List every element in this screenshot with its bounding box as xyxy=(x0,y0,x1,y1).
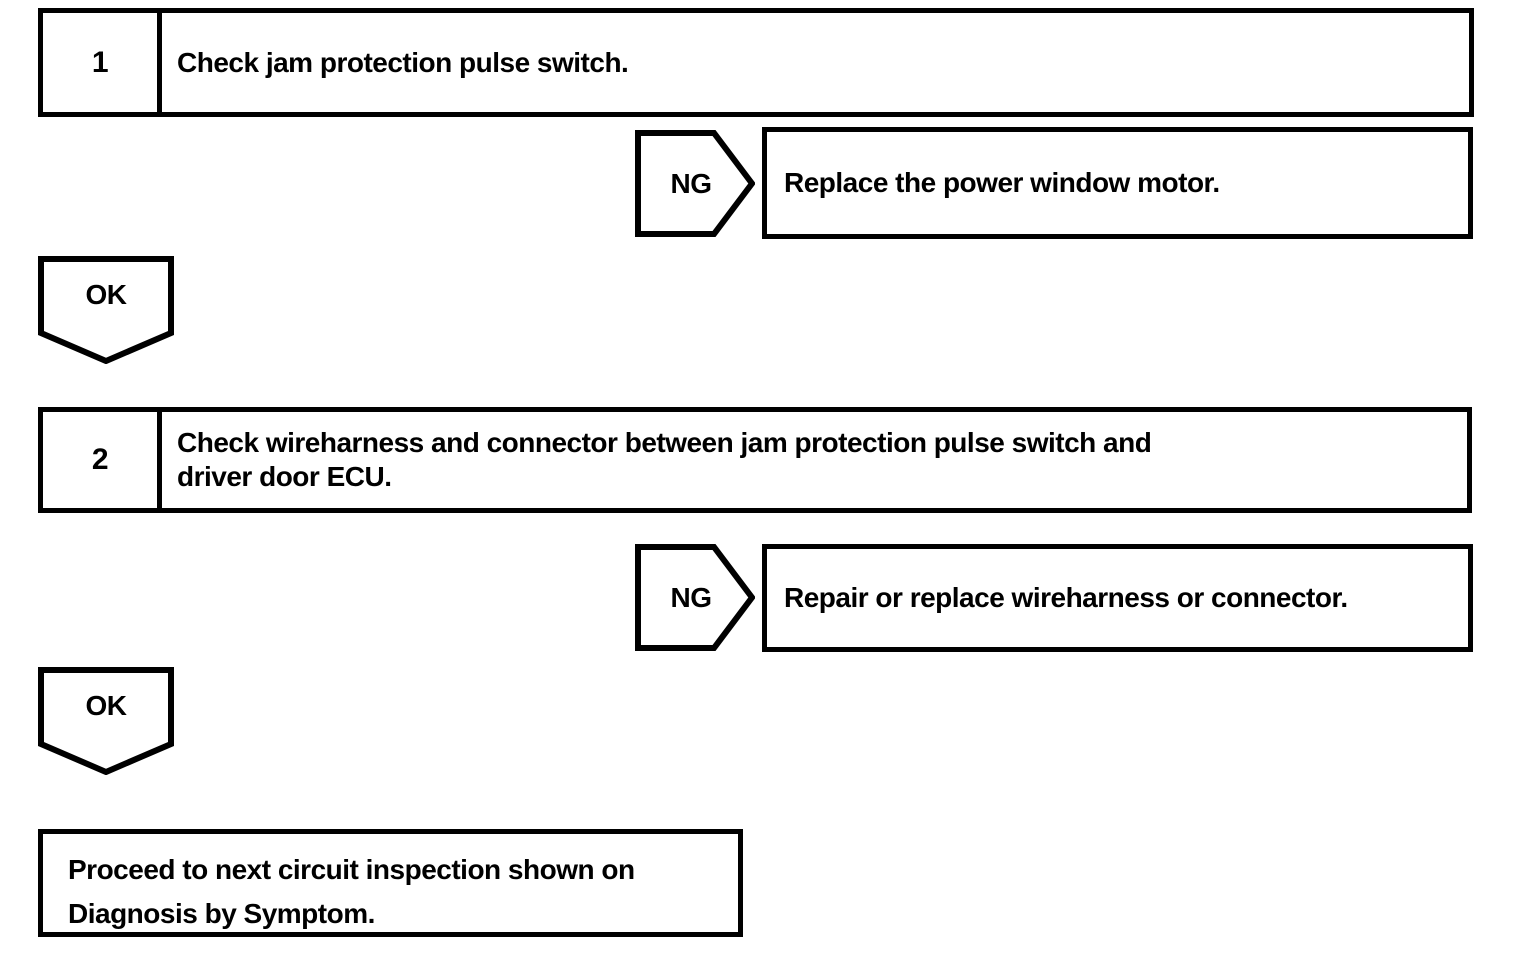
ng-label-2: NG xyxy=(670,581,713,613)
step-2-instruction: Check wireharness and connector between … xyxy=(162,412,1467,508)
ng-arrow-right-icon xyxy=(635,544,755,651)
step-2-number: 2 xyxy=(43,412,162,508)
step-1-number: 1 xyxy=(43,13,162,112)
terminal-line-1: Proceed to next circuit inspection shown… xyxy=(68,854,635,885)
ng-connector-1: NG xyxy=(635,130,755,237)
ng-action-1-text: Replace the power window motor. xyxy=(784,167,1220,198)
step-2-instruction-line-1: Check wireharness and connector between … xyxy=(177,427,1152,458)
step-1-instruction-text: Check jam protection pulse switch. xyxy=(177,46,629,78)
ng-action-1-box: Replace the power window motor. xyxy=(762,127,1473,239)
step-1-instruction: Check jam protection pulse switch. xyxy=(162,13,1469,112)
step-2-instruction-line-2: driver door ECU. xyxy=(177,461,392,492)
ok-arrow-down-icon xyxy=(38,256,174,364)
ng-arrow-right-icon xyxy=(635,130,755,237)
step-2-box: 2 Check wireharness and connector betwee… xyxy=(38,407,1472,513)
ng-label-1: NG xyxy=(670,167,713,199)
ok-label-1: OK xyxy=(85,279,128,310)
step-1-box: 1 Check jam protection pulse switch. xyxy=(38,8,1474,117)
terminal-box: Proceed to next circuit inspection shown… xyxy=(38,829,743,937)
ng-action-2-box: Repair or replace wireharness or connect… xyxy=(762,544,1473,652)
terminal-line-2: Diagnosis by Symptom. xyxy=(68,898,375,929)
ng-action-2-text: Repair or replace wireharness or connect… xyxy=(784,582,1348,613)
ok-arrow-down-icon xyxy=(38,667,174,775)
ok-label-2: OK xyxy=(85,690,128,721)
ok-connector-1: OK xyxy=(38,256,174,364)
ng-connector-2: NG xyxy=(635,544,755,651)
ok-connector-2: OK xyxy=(38,667,174,775)
